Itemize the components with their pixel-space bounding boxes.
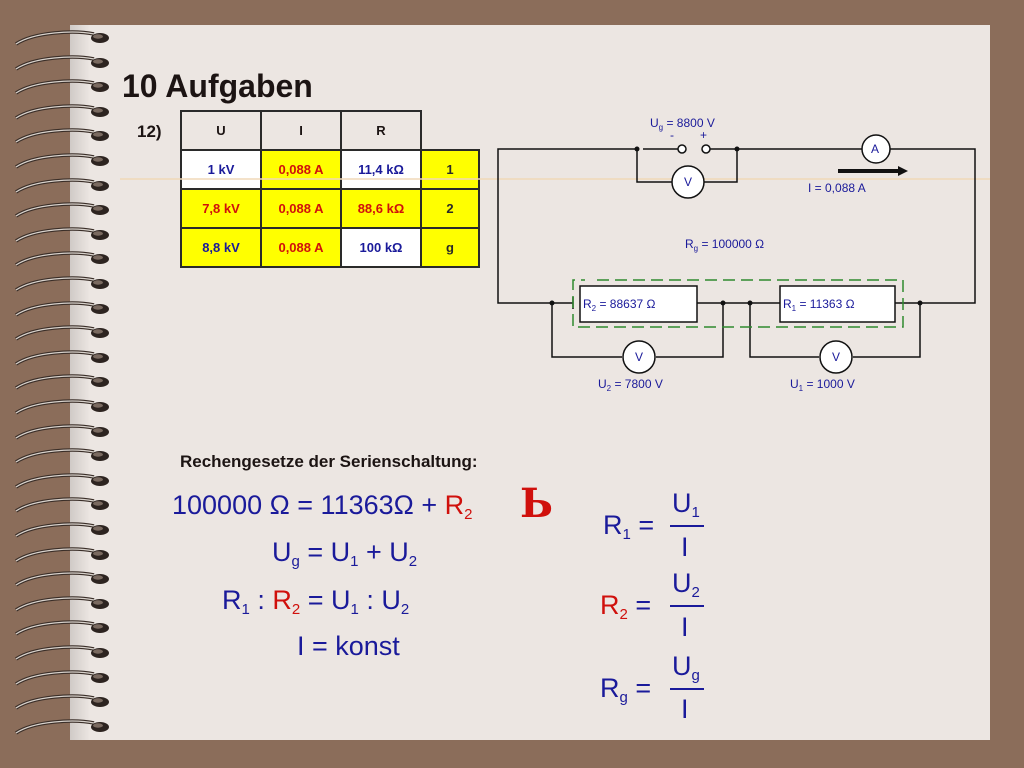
cell-index: g	[420, 227, 480, 268]
header-i: I	[260, 110, 342, 151]
spiral-coil	[15, 276, 109, 292]
fraction-r2-denominator: I	[681, 612, 689, 642]
voltmeter-u2-label: V	[635, 350, 643, 364]
text-cursor-icon: Ь	[520, 480, 554, 527]
resistor-r1	[779, 285, 896, 323]
equation-ratio: R1 : R2 = U1 : U2	[222, 585, 410, 618]
spiral-coil	[15, 694, 109, 710]
cell-u: 1 kV	[180, 149, 262, 190]
spiral-coil	[15, 374, 109, 390]
cell-u: 8,8 kV	[180, 227, 262, 268]
spiral-coil	[15, 719, 109, 735]
fraction-rg-bar	[670, 688, 704, 690]
terminal-minus	[677, 144, 687, 154]
ammeter-label: A	[871, 142, 879, 156]
cell-r: 11,4 kΩ	[340, 149, 422, 190]
rg-dashed-box	[572, 279, 904, 328]
table-row: 7,8 kV 0,088 A 88,6 kΩ 2	[180, 188, 480, 229]
circuit-wires	[497, 148, 976, 358]
voltmeter-u1	[819, 340, 853, 374]
fraction-r1-bar	[670, 525, 704, 527]
cell-i: 0,088 A	[260, 188, 342, 229]
rg-label: Rg = 100000 Ω	[685, 237, 764, 253]
cell-u: 7,8 kV	[180, 188, 262, 229]
current-arrow-icon	[838, 166, 908, 176]
fraction-rg-left: Rg =	[600, 673, 652, 706]
spiral-coil	[15, 620, 109, 636]
spiral-coil	[15, 325, 109, 341]
spiral-coil	[15, 202, 109, 218]
spiral-coil	[15, 177, 109, 194]
formulas-heading: Rechengesetze der Serienschaltung:	[180, 452, 478, 471]
fraction-r2-bar	[670, 605, 704, 607]
header-r: R	[340, 110, 422, 151]
voltmeter-u1-label: V	[832, 350, 840, 364]
voltmeter-ug-label: V	[684, 175, 692, 189]
equation-voltage-sum: Ug = U1 + U2	[272, 537, 418, 570]
minus-sign: -	[670, 128, 674, 142]
page-title: 10 Aufgaben	[122, 68, 313, 104]
cell-index: 1	[420, 149, 480, 190]
spiral-coil	[15, 227, 109, 243]
spiral-coil	[15, 448, 109, 464]
spiral-coil	[15, 399, 109, 415]
spiral-coil	[15, 546, 109, 563]
r1-label: R1 = 11363 Ω	[783, 297, 855, 313]
u1-label: U1 = 1000 V	[790, 377, 855, 393]
cell-index: 2	[420, 188, 480, 229]
spiral-coil	[15, 153, 109, 169]
spiral-coil	[15, 473, 109, 489]
table-row: 8,8 kV 0,088 A 100 kΩ g	[180, 227, 480, 268]
spiral-coil	[15, 571, 109, 587]
fraction-r1-numerator: U1	[672, 488, 700, 521]
r2-symbol: R2	[444, 490, 473, 523]
cell-r: 88,6 kΩ	[340, 188, 422, 229]
r2-label: R2 = 88637 Ω	[583, 297, 656, 313]
spiral-coil	[15, 423, 109, 440]
spiral-coil	[15, 128, 109, 144]
voltmeter-u2	[622, 340, 656, 374]
header-u: U	[180, 110, 262, 151]
resistor-r2	[579, 285, 698, 323]
spiral-coil	[15, 300, 109, 317]
table-row: 1 kV 0,088 A 11,4 kΩ 1	[180, 149, 480, 190]
task-number: 12)	[137, 122, 162, 141]
spiral-coil	[15, 54, 109, 71]
cell-r: 100 kΩ	[340, 227, 422, 268]
fraction-r1-denominator: I	[681, 532, 689, 562]
spiral-coil	[15, 596, 109, 612]
spiral-coil	[15, 350, 109, 366]
fraction-r2-numerator: U2	[672, 568, 700, 601]
u2-label: U2 = 7800 V	[598, 377, 663, 393]
table-header-row: U I R	[180, 110, 479, 151]
spiral-coil	[15, 522, 109, 538]
current-label: I = 0,088 A	[808, 181, 866, 195]
spiral-coil	[15, 30, 109, 46]
terminal-plus	[701, 144, 711, 154]
equation-rg-sum: 100000 Ω = 11363Ω + R2	[172, 490, 472, 523]
ammeter	[861, 134, 891, 164]
spiral-coil	[15, 669, 109, 686]
equation-constant-current: I = konst	[297, 631, 400, 661]
fraction-r1-left: R1 =	[603, 510, 655, 543]
cell-i: 0,088 A	[260, 149, 342, 190]
spiral-coil	[15, 79, 109, 95]
spiral-coil	[15, 251, 109, 267]
fraction-r2-left: R2 =	[600, 590, 652, 623]
voltmeter-ug	[671, 165, 705, 199]
spiral-coil	[15, 104, 109, 120]
spiral-coil	[15, 497, 109, 513]
equation-text: 100000 Ω = 11363Ω +	[172, 490, 445, 520]
value-table: U I R 1 kV 0,088 A 11,4 kΩ 1 7,8 kV 0,08…	[180, 110, 480, 268]
ug-label: Ug = 8800 V	[650, 116, 715, 132]
fraction-rg-denominator: I	[681, 694, 689, 724]
fraction-rg-numerator: Ug	[672, 651, 700, 684]
junction-dots	[549, 146, 923, 306]
plus-sign: +	[700, 128, 707, 142]
cell-i: 0,088 A	[260, 227, 342, 268]
spiral-coil	[15, 645, 109, 661]
